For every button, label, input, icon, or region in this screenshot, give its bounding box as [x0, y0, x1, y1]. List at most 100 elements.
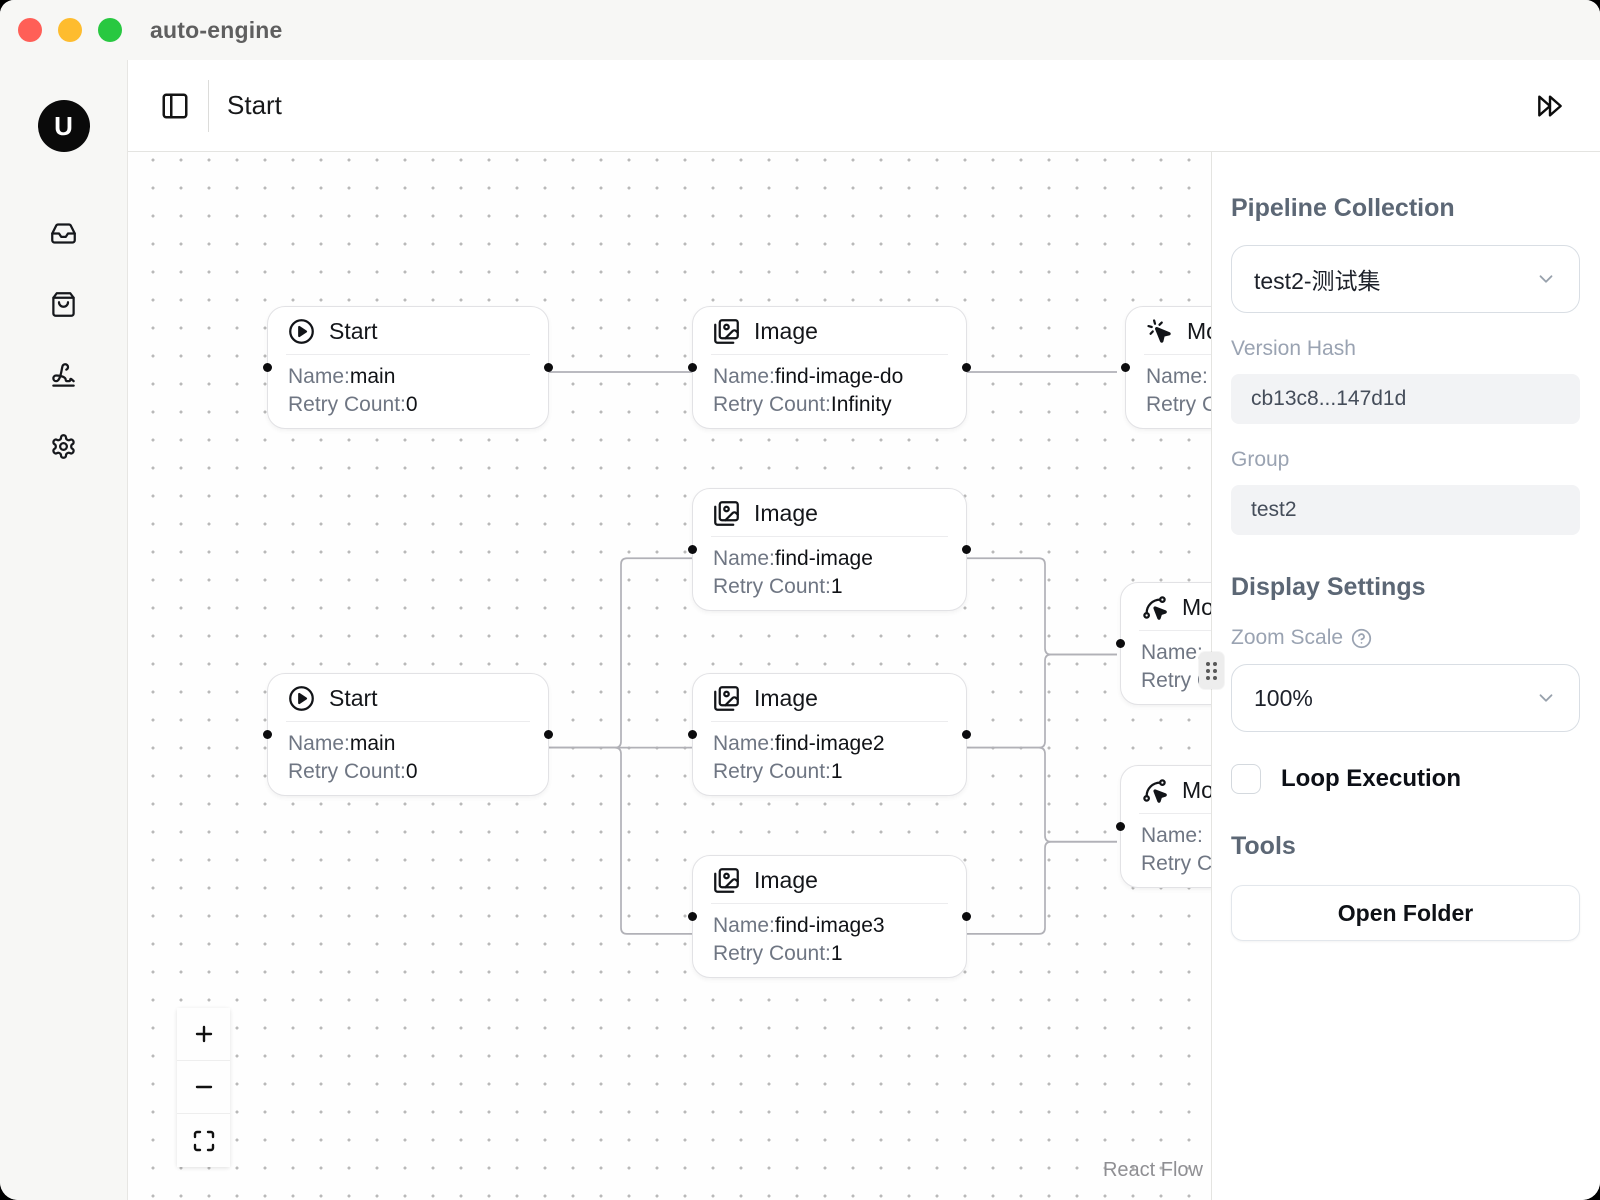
plus-icon [192, 1022, 216, 1046]
flow-canvas[interactable]: Start Name:main Retry Count:0 Image [128, 152, 1211, 1200]
react-flow-attribution[interactable]: React Flow [1102, 1159, 1203, 1181]
node-name-label: Name: [288, 365, 350, 388]
node-title: Image [754, 500, 818, 526]
node-title: Mo [1182, 777, 1211, 803]
maximize-icon [192, 1129, 216, 1153]
node-handle-left[interactable] [688, 545, 697, 554]
mouse-pointer-click-icon [1146, 318, 1173, 345]
node-handle-left[interactable] [263, 363, 272, 372]
node-handle-right[interactable] [962, 912, 971, 921]
node-name-label: Name: [713, 547, 775, 570]
node-handle-left[interactable] [263, 730, 272, 739]
zoom-scale-select[interactable]: 100% [1231, 664, 1580, 732]
node-retry-label: Retry Count: [713, 393, 831, 416]
avatar[interactable]: U [37, 100, 90, 152]
minimize-window-button[interactable] [58, 18, 82, 42]
display-settings-heading: Display Settings [1231, 573, 1426, 601]
node-retry-label: Retry Count: [713, 942, 831, 965]
node-retry-label: Retry Count: [1141, 852, 1211, 875]
divider [286, 354, 530, 355]
node-handle-right[interactable] [962, 363, 971, 372]
circle-play-icon [288, 318, 315, 345]
node-handle-right[interactable] [962, 545, 971, 554]
node-handle-right[interactable] [544, 730, 553, 739]
node-name-value: find-image-do [774, 365, 904, 388]
node-handle-left[interactable] [688, 912, 697, 921]
inbox-icon[interactable] [50, 220, 77, 247]
node-handle-left[interactable] [1121, 363, 1130, 372]
loop-execution-row: Loop Execution [1231, 764, 1580, 794]
node-retry-label: Retry Count: [713, 575, 831, 598]
node-name-value: main [349, 732, 396, 755]
zoom-out-button[interactable] [177, 1061, 230, 1114]
canvas-controls [177, 1008, 230, 1167]
fit-view-button[interactable] [177, 1114, 230, 1167]
zoom-scale-label: Zoom Scale [1231, 626, 1580, 650]
node-name-value: main [349, 365, 396, 388]
flow-node-start[interactable]: Start Name:main Retry Count:0 [263, 306, 553, 429]
node-name-label: Name: [1141, 824, 1203, 847]
node-retry-value: 1 [830, 575, 843, 598]
flow-node-image[interactable]: Image Name:find-image3 Retry Count:1 [688, 855, 971, 978]
node-name-value: find-image2 [774, 732, 885, 755]
minus-icon [192, 1075, 216, 1099]
zoom-in-button[interactable] [177, 1008, 230, 1061]
chevron-down-icon [1535, 687, 1557, 709]
node-retry-value: Infinity [830, 393, 892, 416]
node-retry-value: 0 [405, 393, 418, 416]
run-icon[interactable] [1534, 90, 1566, 122]
open-folder-button[interactable]: Open Folder [1231, 885, 1580, 941]
node-name-label: Name: [1141, 641, 1203, 664]
divider [286, 721, 530, 722]
flow-node-mouse[interactable]: Mo Name: Retry Count: [1116, 582, 1211, 705]
panel-resize-handle[interactable] [1199, 652, 1224, 689]
maximize-window-button[interactable] [98, 18, 122, 42]
node-name-label: Name: [713, 365, 775, 388]
flow-node-start[interactable]: Start Name:main Retry Count:0 [263, 673, 553, 796]
grip-vertical-icon [1206, 661, 1217, 680]
node-retry-value: 0 [405, 760, 418, 783]
node-title: Start [329, 685, 378, 711]
flow-node-image[interactable]: Image Name:find-image-do Retry Count:Inf… [688, 306, 971, 429]
titlebar: auto-engine [0, 0, 1600, 60]
node-handle-left[interactable] [1116, 639, 1125, 648]
divider [208, 79, 209, 132]
flow-node-mouse[interactable]: Mo Name: Retry Count: [1116, 765, 1211, 888]
help-circle-icon[interactable] [1351, 628, 1372, 649]
node-handle-right[interactable] [544, 363, 553, 372]
signature-icon[interactable] [50, 362, 77, 389]
node-title: Start [329, 318, 378, 344]
node-handle-right[interactable] [962, 730, 971, 739]
shopping-bag-icon[interactable] [50, 291, 77, 318]
node-retry-label: Retry Count: [713, 760, 831, 783]
flow-node-image[interactable]: Image Name:find-image2 Retry Count:1 [688, 673, 971, 796]
node-name-label: Name: [713, 732, 775, 755]
settings-panel: Pipeline Collection test2-测试集 Version Ha… [1211, 152, 1600, 1200]
loop-execution-label: Loop Execution [1281, 765, 1461, 792]
node-name-label: Name: [713, 914, 775, 937]
settings-icon[interactable] [50, 433, 77, 460]
spline-pointer-icon [1141, 777, 1168, 804]
flow-node-image[interactable]: Image Name:find-image Retry Count:1 [688, 488, 971, 611]
divider [711, 536, 948, 537]
node-title: Mo [1182, 594, 1211, 620]
toolbar-title: Start [227, 90, 282, 120]
panel-left-icon[interactable] [160, 91, 190, 121]
close-window-button[interactable] [18, 18, 42, 42]
flow-node-mouse[interactable]: Mo Name: Retry Count: [1121, 306, 1211, 429]
pipeline-select[interactable]: test2-测试集 [1231, 245, 1580, 313]
zoom-scale-label-text: Zoom Scale [1231, 626, 1344, 649]
node-handle-left[interactable] [688, 363, 697, 372]
images-icon [713, 500, 740, 527]
node-handle-left[interactable] [1116, 822, 1125, 831]
divider [711, 721, 948, 722]
node-handle-left[interactable] [688, 730, 697, 739]
images-icon [713, 685, 740, 712]
node-retry-label: Retry Count: [288, 760, 406, 783]
loop-execution-checkbox[interactable] [1231, 764, 1261, 794]
divider [1139, 813, 1211, 814]
version-hash-value: cb13c8...147d1d [1231, 374, 1580, 424]
node-title: Image [754, 867, 818, 893]
node-title: Mo [1187, 318, 1211, 344]
divider [1139, 630, 1211, 631]
